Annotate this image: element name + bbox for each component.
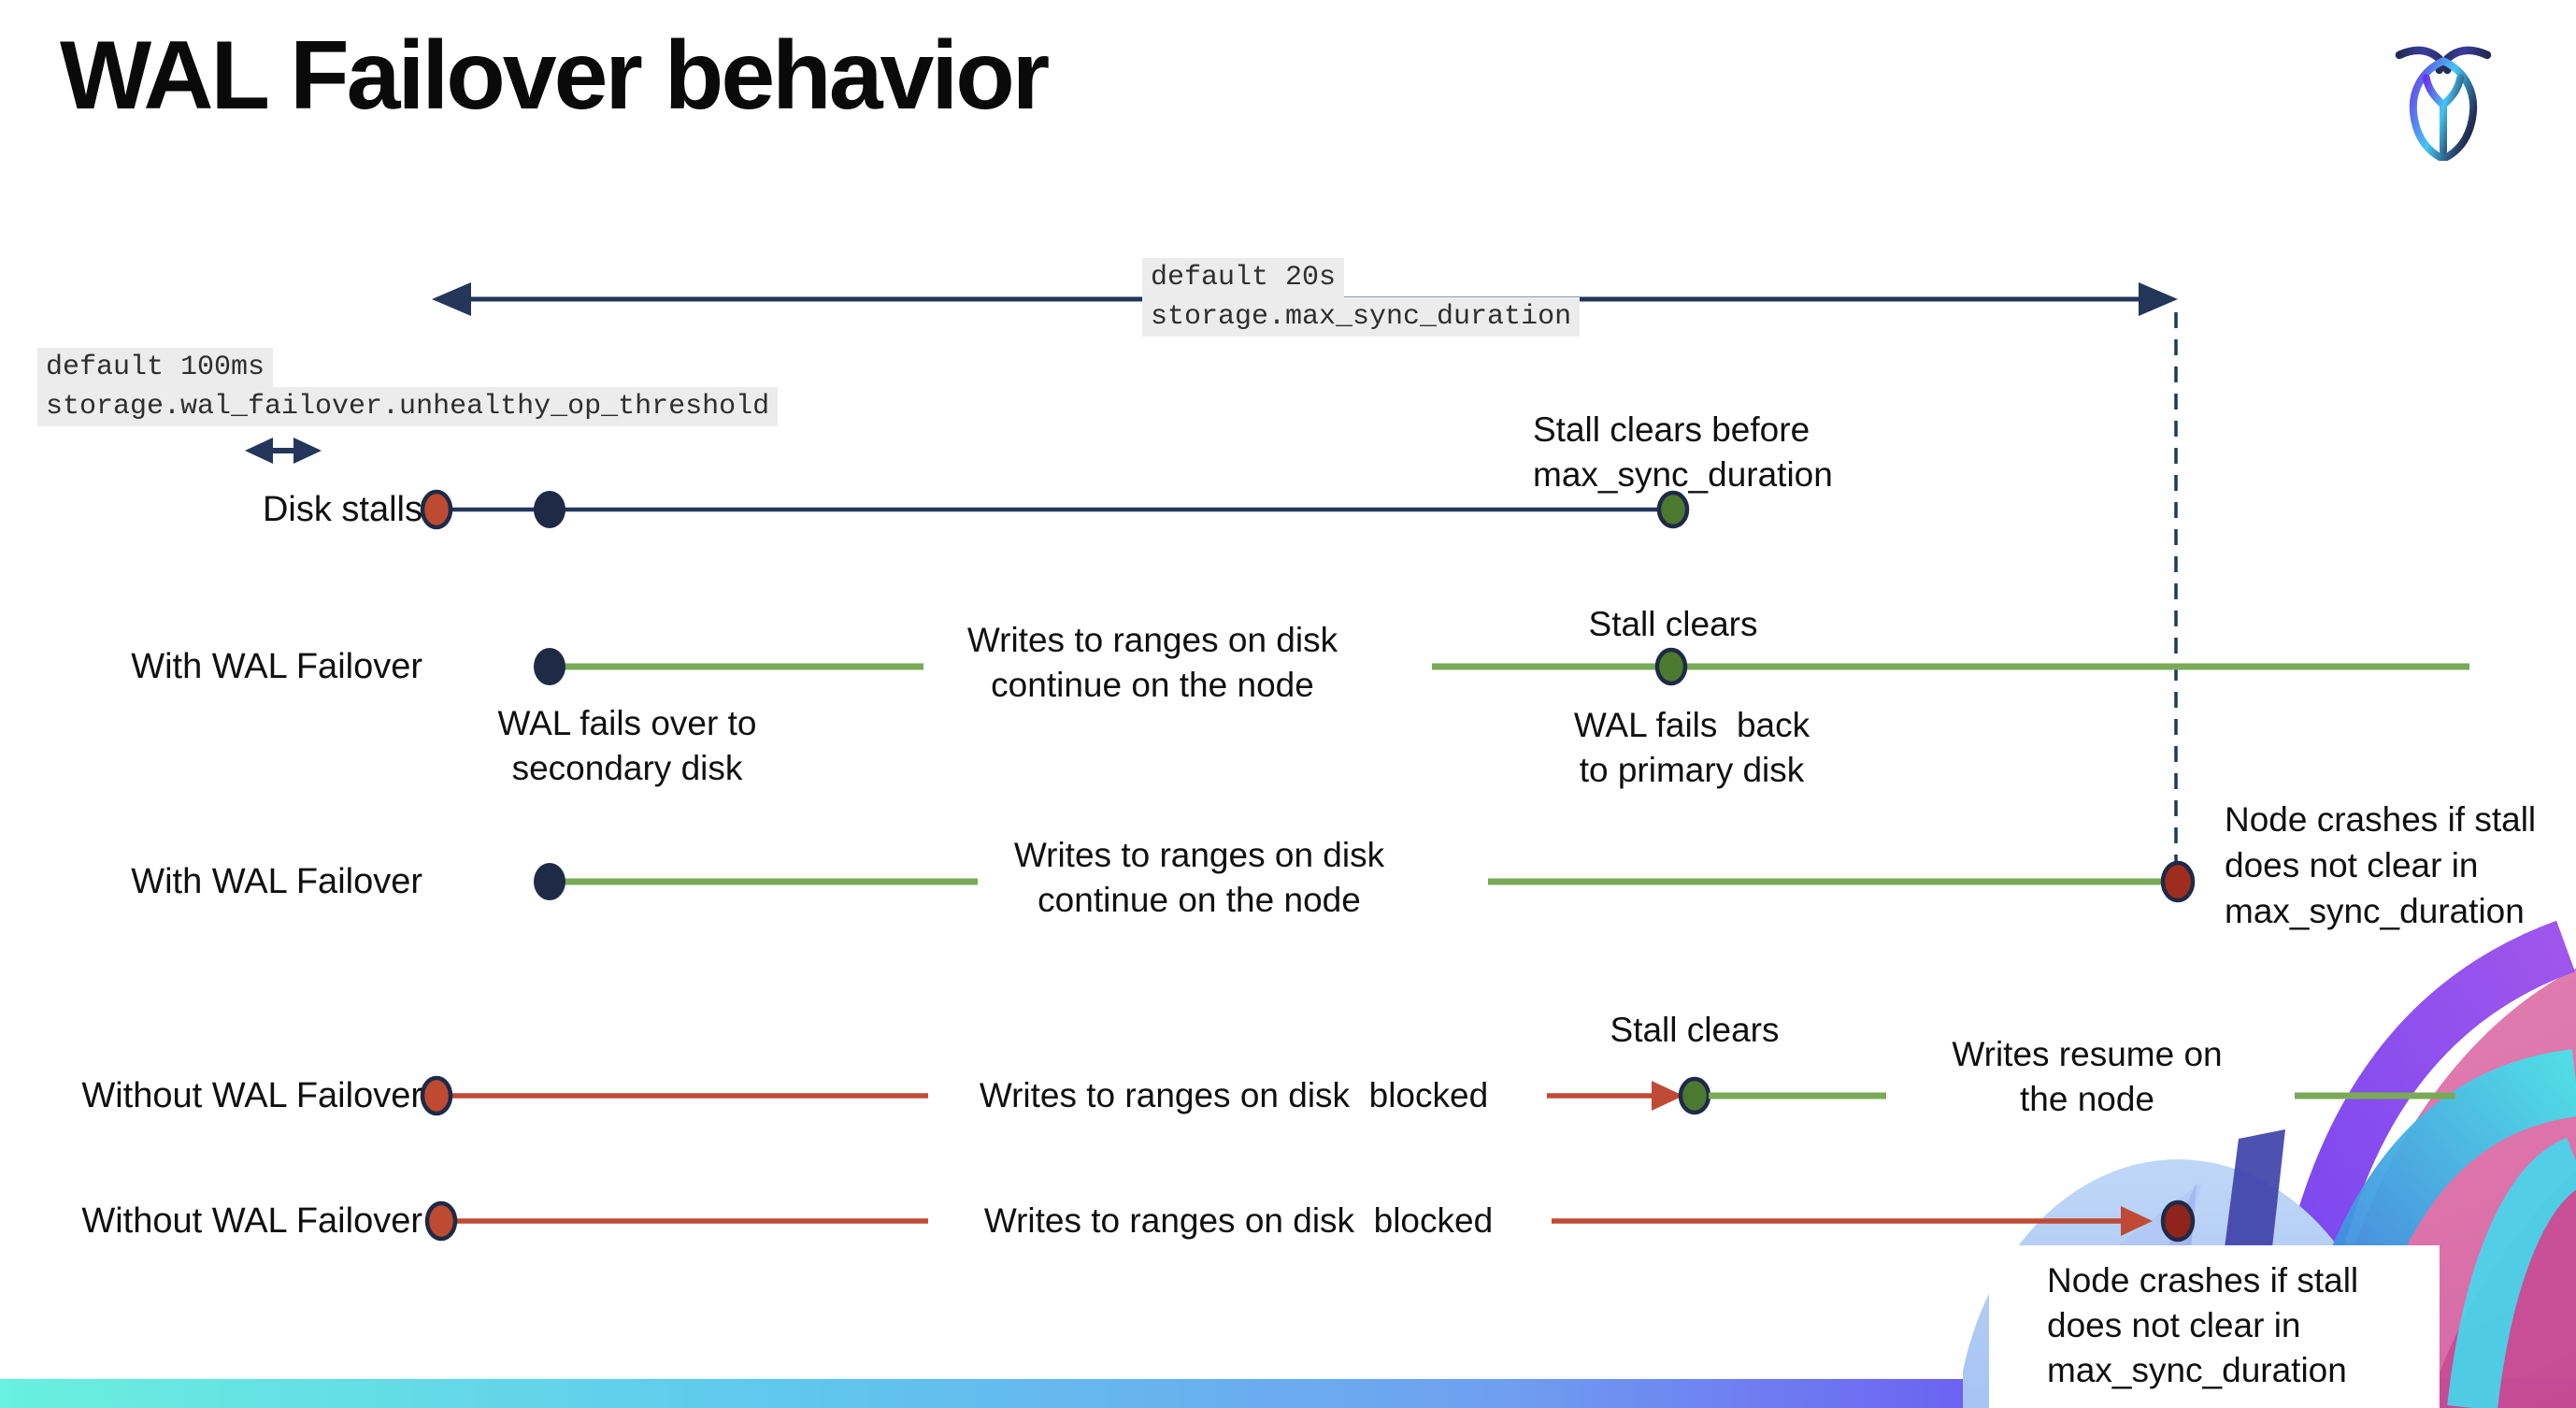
stall-start-dot <box>424 1200 458 1242</box>
callout-line: Writes to ranges on disk <box>1013 836 1385 874</box>
callout-line: to primary disk <box>1579 751 1805 789</box>
callout-line: does not clear in <box>2225 846 2479 884</box>
callout-line: continue on the node <box>991 666 1314 704</box>
badge-default-value: default 20s <box>1142 258 1345 297</box>
callout-line: continue on the node <box>1038 881 1361 919</box>
node-crash-dot <box>2160 860 2196 903</box>
callout-line: WAL fails back <box>1573 706 1810 744</box>
unhealthy-op-threshold-arrow <box>245 438 322 464</box>
callout-line: WAL fails over to <box>497 704 757 742</box>
arrowhead-icon <box>2121 1206 2153 1236</box>
badge-setting-name: storage.max_sync_duration <box>1142 297 1581 337</box>
cockroachdb-logo-icon <box>2395 46 2492 161</box>
badge-setting-name: storage.wal_failover.unhealthy_op_thresh… <box>37 387 779 426</box>
arrowhead-icon <box>1652 1081 1683 1111</box>
node-crash-dot <box>2160 1200 2196 1243</box>
stall-clear-dot <box>1656 490 1690 529</box>
stall-clears-label-1: Stall clears <box>1486 602 1860 647</box>
writes-blocked-label-2: Writes to ranges on disk blocked <box>953 1199 1524 1243</box>
callout-line: Node crashes if stall <box>2225 800 2537 839</box>
row-label-disk-stalls: Disk stalls <box>262 490 422 529</box>
unhealthy-op-threshold-badge: default 100ms storage.wal_failover.unhea… <box>37 348 779 426</box>
row-label-with-wal-failover-1: With WAL Failover <box>131 647 422 686</box>
row-disk-stalls-timeline <box>420 489 1690 530</box>
arrowhead-left-icon <box>245 438 273 464</box>
stall-start-dot <box>420 1075 453 1116</box>
callout-line: Writes to ranges on disk blocked <box>979 1076 1489 1114</box>
node-crash-callout-box: Node crashes if stall does not clear in … <box>1989 1245 2440 1408</box>
writes-resume-label: Writes resume on the node <box>1900 1032 2274 1122</box>
callout-line: max_sync_duration <box>1533 455 1833 494</box>
stall-clear-dot <box>1654 647 1688 686</box>
row-with-failover-clears-timeline <box>534 647 2469 686</box>
callout-line: max_sync_duration <box>2225 892 2525 930</box>
arrowhead-left-icon <box>432 282 471 316</box>
callout-line: Stall clears before <box>1533 410 1810 449</box>
stall-clears-before-label: Stall clears before max_sync_duration <box>1533 408 1833 497</box>
callout-line: the node <box>2019 1080 2155 1118</box>
arrowhead-right-icon <box>293 438 322 464</box>
failover-trigger-dot <box>534 491 565 528</box>
page-title: WAL Failover behavior <box>60 22 1050 130</box>
callout-line: Writes resume on <box>1952 1035 2223 1073</box>
badge-default-value: default 100ms <box>37 348 274 387</box>
writes-blocked-label-1: Writes to ranges on disk blocked <box>949 1073 1519 1118</box>
stall-clears-label-2: Stall clears <box>1508 1008 1882 1053</box>
node-crash-label-right: Node crashes if stall does not clear in … <box>2225 797 2536 934</box>
row-with-failover-crash-timeline <box>534 860 2196 903</box>
callout-line: does not clear in <box>2047 1306 2301 1344</box>
max-sync-duration-badge: default 20s storage.max_sync_duration <box>1142 258 1581 337</box>
writes-continue-label-1: Writes to ranges on disk continue on the… <box>947 618 1358 708</box>
writes-continue-label-2: Writes to ranges on disk continue on the… <box>994 833 1405 923</box>
callout-line: max_sync_duration <box>2047 1351 2347 1389</box>
callout-line: Stall clears <box>1588 605 1758 643</box>
callout-line: secondary disk <box>511 749 743 787</box>
failover-dot <box>534 863 565 900</box>
arrowhead-right-icon <box>2139 282 2178 316</box>
wal-fails-over-label: WAL fails over to secondary disk <box>440 701 814 791</box>
row-label-with-wal-failover-2: With WAL Failover <box>131 862 422 901</box>
stall-clear-dot <box>1678 1076 1711 1115</box>
node-crash-callout-text: Node crashes if stall does not clear in … <box>2047 1258 2358 1393</box>
callout-line: Stall clears <box>1610 1011 1780 1049</box>
callout-line: Writes to ranges on disk <box>966 621 1338 659</box>
callout-line: Node crashes if stall <box>2047 1261 2359 1300</box>
row-without-failover-crash-timeline <box>424 1200 2196 1243</box>
wal-fails-back-label: WAL fails back to primary disk <box>1505 703 1879 793</box>
callout-line: Writes to ranges on disk blocked <box>983 1201 1494 1240</box>
row-label-without-wal-failover-2: Without WAL Failover <box>81 1201 422 1241</box>
row-label-without-wal-failover-1: Without WAL Failover <box>81 1076 422 1115</box>
failover-dot <box>534 648 565 685</box>
row-without-failover-clears-timeline <box>420 1075 2455 1116</box>
stall-start-dot <box>420 489 453 530</box>
